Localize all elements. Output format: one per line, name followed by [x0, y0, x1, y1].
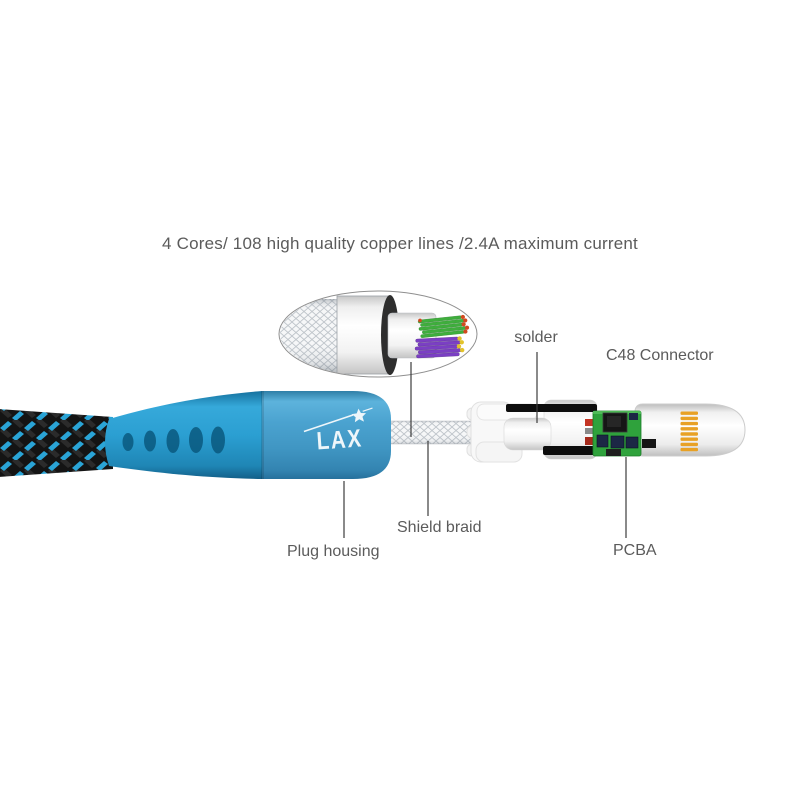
- smd-component: [642, 439, 656, 448]
- callout-wires-purple: [414, 336, 465, 359]
- callout-wires-green: [417, 314, 470, 338]
- leader-lines: [343, 352, 627, 538]
- pcba-board: [585, 410, 642, 457]
- solder-joint-red: [585, 437, 595, 445]
- label-pcba: PCBA: [613, 542, 657, 559]
- heat-shrink-band-top: [506, 404, 597, 412]
- label-solder: solder: [514, 329, 558, 346]
- heat-shrink-band-bottom: [543, 446, 597, 455]
- c48-connector-pins: [680, 411, 698, 452]
- cross-section-callout: [278, 290, 478, 378]
- braided-cable: [0, 409, 113, 477]
- strain-relief: [105, 391, 262, 479]
- shield-braid: [384, 420, 476, 445]
- solder-assembly: [466, 399, 598, 463]
- diagram-title: 4 Cores/ 108 high quality copper lines /…: [162, 234, 638, 253]
- callout-ellipse: [278, 290, 478, 378]
- c48-connector: [634, 403, 746, 457]
- lax-logo: LAX: [295, 397, 383, 465]
- lax-logo-text: LAX: [315, 424, 364, 456]
- lax-logo-star-icon: [303, 407, 373, 433]
- strain-relief-dimples: [122, 426, 225, 454]
- label-shield-braid: Shield braid: [397, 519, 482, 536]
- solder-joint-red: [585, 419, 595, 426]
- label-plug-housing: Plug housing: [287, 543, 380, 560]
- label-c48-connector: C48 Connector: [606, 347, 714, 364]
- solder-joint-gray: [585, 428, 594, 434]
- connector-clip: [466, 401, 552, 463]
